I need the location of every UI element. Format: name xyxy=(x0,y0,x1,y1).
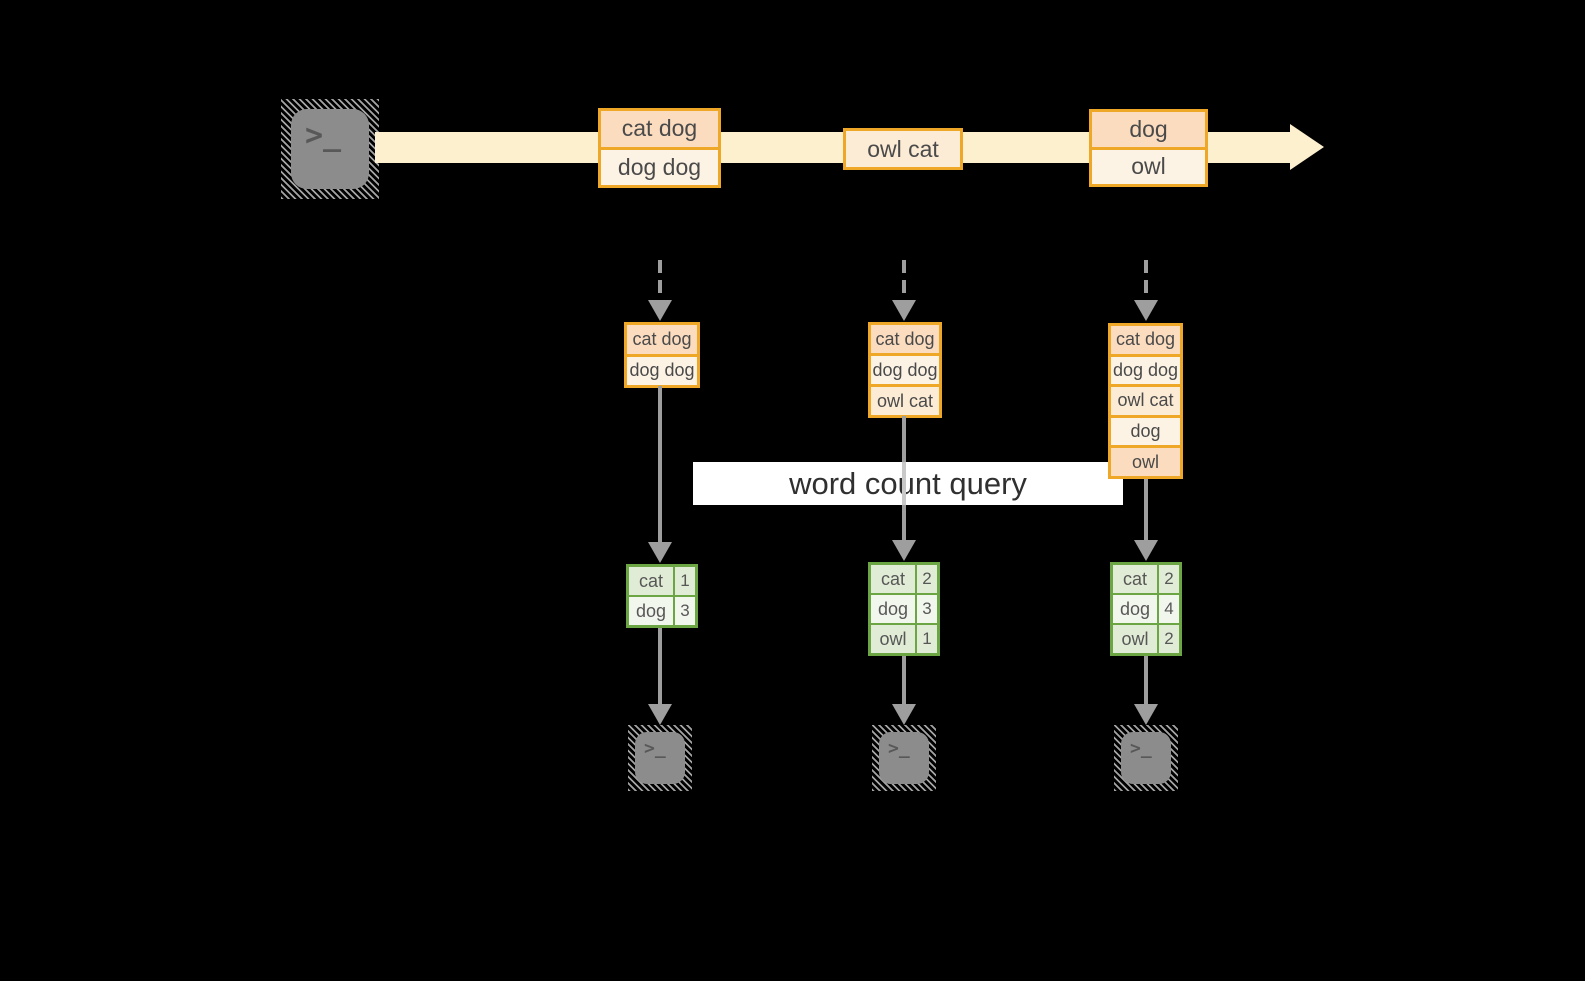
count-cell: 4 xyxy=(1159,595,1179,623)
result-arrowhead-icon xyxy=(1134,704,1158,725)
word-cell: cat xyxy=(629,567,673,595)
terminal-body: >_ xyxy=(879,732,929,784)
result-arrowhead-icon xyxy=(892,704,916,725)
stream-batch-1: cat dog dog dog xyxy=(598,108,721,188)
count-cell: 2 xyxy=(1159,565,1179,593)
table-row: owl 2 xyxy=(1113,625,1179,653)
micro-batch-stack-2: cat dog dog dog owl cat xyxy=(868,322,942,418)
ingest-arrowhead-icon xyxy=(892,300,916,321)
stream-arrowhead-icon xyxy=(1290,124,1324,170)
terminal-body: >_ xyxy=(635,732,685,784)
stream-batch-3: dog owl xyxy=(1089,109,1208,187)
output-terminal-icon: >_ xyxy=(872,725,936,791)
terminal-body: >_ xyxy=(1121,732,1171,784)
result-arrow-line xyxy=(1144,656,1148,704)
source-terminal-icon: >_ xyxy=(281,99,379,199)
result-arrow-line xyxy=(658,628,662,704)
stack-item: dog dog xyxy=(1111,356,1180,385)
word-cell: cat xyxy=(871,565,915,593)
wordcount-table-1: cat 1 dog 3 xyxy=(626,564,698,628)
word-cell: owl xyxy=(1113,625,1157,653)
word-cell: owl xyxy=(871,625,915,653)
micro-batch-stack-1: cat dog dog dog xyxy=(624,322,700,388)
terminal-prompt-icon: >_ xyxy=(644,738,666,759)
query-arrowhead-icon xyxy=(1134,540,1158,561)
ingest-arrow-dash xyxy=(658,260,662,300)
result-arrowhead-icon xyxy=(648,704,672,725)
wordcount-table-3: cat 2 dog 4 owl 2 xyxy=(1110,562,1182,656)
count-cell: 2 xyxy=(1159,625,1179,653)
query-arrowhead-icon xyxy=(892,540,916,561)
batch-item: cat dog xyxy=(601,111,718,147)
ingest-arrowhead-icon xyxy=(1134,300,1158,321)
table-row: owl 1 xyxy=(871,625,937,653)
query-banner-label: word count query xyxy=(789,465,1027,501)
stack-item: dog dog xyxy=(627,356,697,385)
count-cell: 1 xyxy=(675,567,695,595)
terminal-prompt-icon: >_ xyxy=(888,738,910,759)
stack-item: dog xyxy=(1111,417,1180,446)
query-arrow-line xyxy=(658,386,662,542)
stack-item: cat dog xyxy=(1111,326,1180,354)
query-arrow-line xyxy=(1144,477,1148,540)
count-cell: 3 xyxy=(917,595,937,623)
terminal-prompt-icon: >_ xyxy=(1130,738,1152,759)
stack-item: owl xyxy=(1111,448,1180,476)
ingest-arrow-dash xyxy=(902,260,906,300)
table-row: dog 3 xyxy=(629,597,695,625)
query-arrow-line-over-banner xyxy=(902,462,906,505)
batch-item: dog xyxy=(1092,112,1205,147)
batch-item: dog dog xyxy=(601,149,718,185)
ingest-arrow-dash xyxy=(1144,260,1148,300)
query-arrowhead-icon xyxy=(648,542,672,563)
output-terminal-icon: >_ xyxy=(1114,725,1178,791)
batch-item: owl cat xyxy=(846,131,960,167)
table-row: cat 2 xyxy=(871,565,937,593)
word-cell: cat xyxy=(1113,565,1157,593)
table-row: dog 4 xyxy=(1113,595,1179,623)
micro-batch-stack-3: cat dog dog dog owl cat dog owl xyxy=(1108,323,1183,479)
table-row: dog 3 xyxy=(871,595,937,623)
ingest-arrowhead-icon xyxy=(648,300,672,321)
stack-item: cat dog xyxy=(627,325,697,354)
table-row: cat 2 xyxy=(1113,565,1179,593)
count-cell: 1 xyxy=(917,625,937,653)
terminal-body: >_ xyxy=(291,109,369,189)
word-cell: dog xyxy=(1113,595,1157,623)
output-terminal-icon: >_ xyxy=(628,725,692,791)
stack-item: owl cat xyxy=(871,387,939,415)
stream-batch-2: owl cat xyxy=(843,128,963,170)
word-cell: dog xyxy=(871,595,915,623)
stack-item: owl cat xyxy=(1111,387,1180,415)
word-cell: dog xyxy=(629,597,673,625)
query-banner: word count query xyxy=(693,462,1123,505)
terminal-prompt-icon: >_ xyxy=(305,118,342,153)
count-cell: 2 xyxy=(917,565,937,593)
table-row: cat 1 xyxy=(629,567,695,595)
count-cell: 3 xyxy=(675,597,695,625)
batch-item: owl xyxy=(1092,149,1205,184)
stack-item: dog dog xyxy=(871,356,939,384)
result-arrow-line xyxy=(902,656,906,704)
wordcount-table-2: cat 2 dog 3 owl 1 xyxy=(868,562,940,656)
stack-item: cat dog xyxy=(871,325,939,353)
